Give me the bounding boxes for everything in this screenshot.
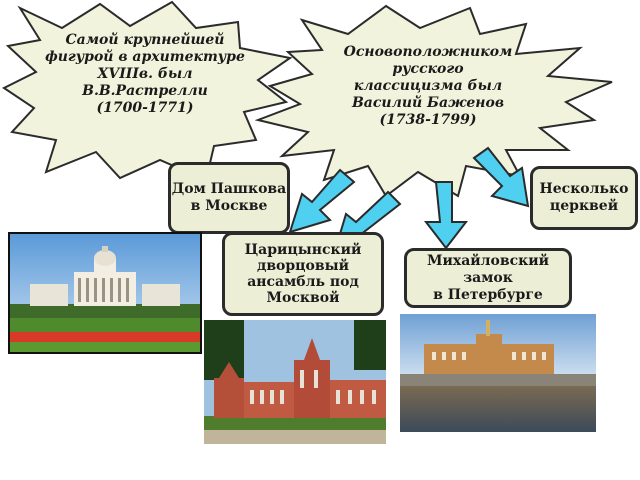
- mikhailovsky-label-box: Михайловский замок в Петербурге: [404, 248, 572, 308]
- tsaritsyno-palace-photo: [204, 320, 386, 444]
- arrow-to-churches: [472, 146, 530, 208]
- arrow-to-mikhailovsky: [423, 181, 469, 250]
- tsaritsyno-label-box: Царицынский дворцовый ансамбль под Москв…: [222, 232, 384, 316]
- rastrelli-callout-burst: [2, 0, 293, 182]
- churches-label-box: Несколько церквей: [530, 166, 638, 230]
- bazhenov-callout-text: Основоположником русского классицизма бы…: [343, 44, 513, 128]
- rastrelli-callout-text: Самой крупнейшей фигурой в архитектуре X…: [45, 32, 245, 116]
- mikhailovsky-castle-photo: [400, 314, 596, 432]
- pashkov-label-box: Дом Пашкова в Москве: [168, 162, 290, 234]
- pashkov-house-photo: [8, 232, 202, 354]
- arrow-to-pashkov: [288, 168, 356, 234]
